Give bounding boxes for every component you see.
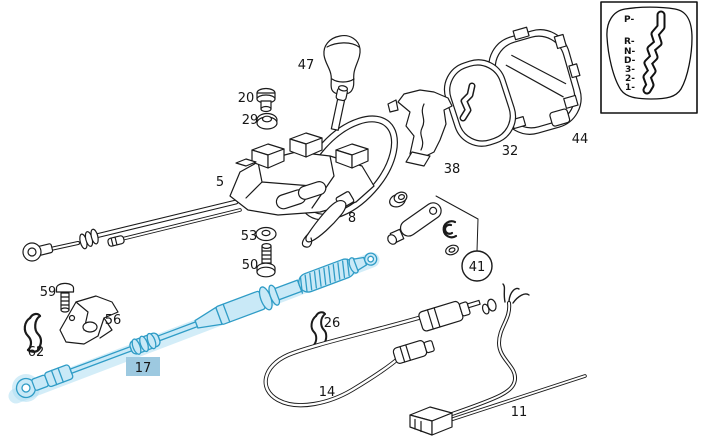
callout-38[interactable]: 38 — [444, 162, 461, 177]
part-20-bushing — [256, 87, 276, 113]
callout-17-highlight-box — [126, 357, 160, 376]
part-17-shift-cable[interactable] — [8, 246, 381, 404]
callout-41-circle — [461, 250, 493, 282]
gate-position-d: D- — [624, 56, 636, 66]
callout-62[interactable]: 62 — [28, 345, 45, 360]
gate-position-1: 1- — [625, 83, 635, 93]
callout-11[interactable]: 11 — [511, 405, 528, 420]
callout-8[interactable]: 8 — [348, 211, 356, 226]
callout-5[interactable]: 5 — [216, 175, 224, 190]
gate-position-p: P- — [624, 15, 634, 25]
callout-20[interactable]: 20 — [238, 91, 255, 106]
callout-59[interactable]: 59 — [40, 285, 57, 300]
part-5-selector-rods — [22, 199, 242, 262]
legend-console-outline — [606, 6, 693, 100]
part-59-bolt — [55, 282, 75, 313]
part-56-bracket — [59, 295, 119, 345]
callout-56[interactable]: 56 — [105, 313, 122, 328]
gate-position-2: 2- — [625, 74, 635, 84]
shift-gate-legend: P- R- N- D- 3- 2- 1- — [600, 1, 698, 114]
part-32-seal — [443, 59, 517, 147]
callout-26[interactable]: 26 — [324, 316, 341, 331]
part-26-clip — [310, 311, 328, 346]
part-14-cable — [263, 298, 497, 408]
part-8-lever — [301, 191, 355, 248]
callout-32[interactable]: 32 — [502, 144, 519, 159]
callout-41-text: 41 — [469, 260, 486, 275]
callout-44[interactable]: 44 — [572, 132, 589, 147]
part-11-harness — [409, 283, 587, 436]
callout-29[interactable]: 29 — [242, 113, 259, 128]
part-62-clip — [23, 312, 43, 353]
callout-41[interactable]: 41 — [461, 250, 493, 282]
part-50-bolt — [256, 243, 276, 278]
callout-14[interactable]: 14 — [319, 385, 336, 400]
callout-53[interactable]: 53 — [241, 229, 258, 244]
callout-17[interactable]: 17 — [126, 357, 160, 376]
callout-47[interactable]: 47 — [298, 58, 315, 73]
part-29-washer — [256, 112, 278, 130]
part-38-bracket — [387, 89, 453, 167]
gate-position-n: N- — [624, 47, 636, 57]
gate-slot-inner — [644, 12, 664, 93]
part-53-washer — [255, 226, 277, 242]
part-5-shifter-assembly — [229, 85, 398, 221]
callout-50[interactable]: 50 — [242, 258, 259, 273]
gate-position-r: R- — [624, 37, 635, 47]
part-41-group — [387, 191, 479, 256]
callout-17-text: 17 — [135, 361, 152, 376]
gate-position-3: 3- — [625, 65, 635, 75]
